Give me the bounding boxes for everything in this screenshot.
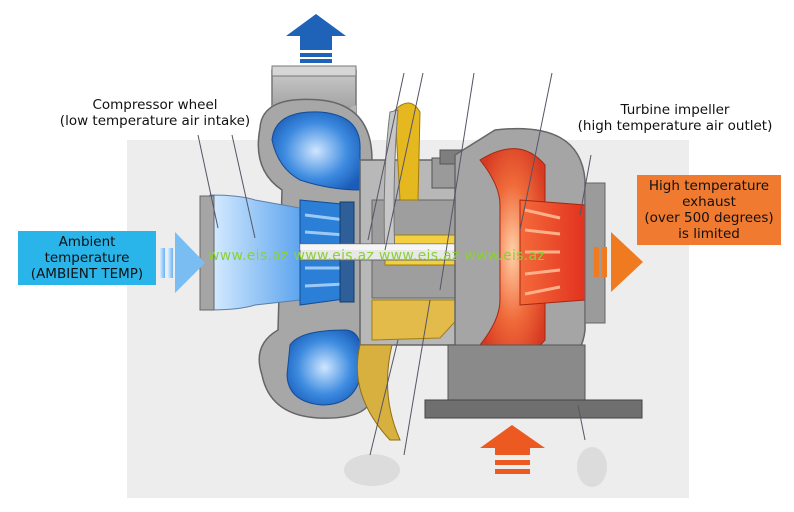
arrow-right-icon [594,232,643,292]
exhaust-line-3: (over 500 degrees) [644,210,774,226]
ambient-line-1: Ambient [58,234,116,250]
compressor-subtitle: (low temperature air intake) [59,113,251,129]
ambient-line-3: (AMBIENT TEMP) [30,266,144,282]
turbine-impeller-label: Turbine impeller (high temperature air o… [572,102,778,134]
compressor-inlet [199,194,301,311]
turbine-base [424,344,643,419]
turbine-housing [454,127,606,377]
exhaust-line-2: exhaust [682,194,736,210]
high-temperature-exhaust-box: High temperature exhaust (over 500 degre… [637,175,781,245]
compressor-wheel-label: Compressor wheel (low temperature air in… [55,97,255,129]
turbine-subtitle: (high temperature air outlet) [577,118,773,134]
exhaust-line-1: High temperature [648,178,770,194]
turbine-title: Turbine impeller [620,102,730,118]
leader-lines [197,72,592,456]
exhaust-line-4: is limited [678,226,740,242]
compressor-title: Compressor wheel [92,97,218,113]
ambient-line-2: temperature [44,250,130,266]
arrow-right-icon [160,232,205,293]
watermark-text: www.eis.az www.eis.az www.eis.az www.eis… [208,248,546,264]
ambient-temperature-box: Ambient temperature (AMBIENT TEMP) [18,231,156,285]
oil-drain-blob [344,454,400,486]
arrow-up-icon [286,14,346,63]
exhaust-drain-blob [577,447,607,487]
arrow-up-icon [480,425,545,474]
